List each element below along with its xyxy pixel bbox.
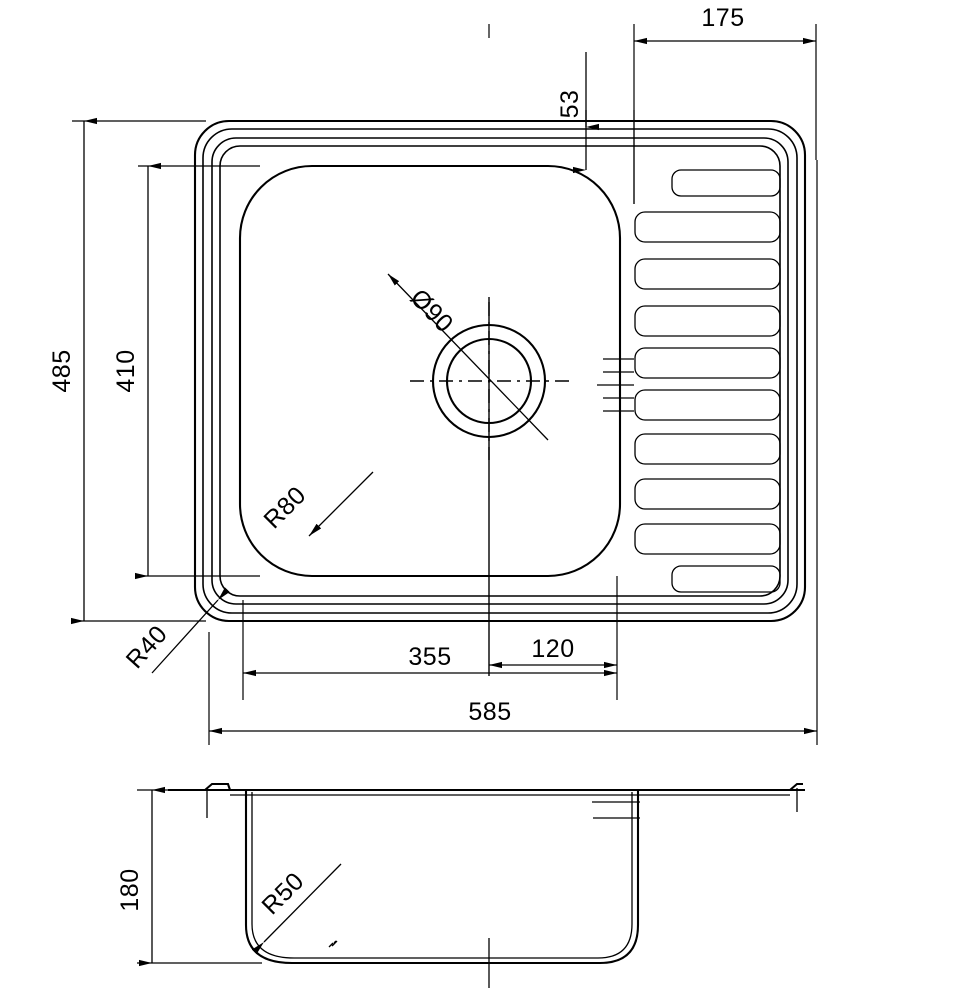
diameter-leader (387, 273, 549, 441)
section-bowl-profile-inner (251, 792, 633, 959)
dimension-120: 120 (489, 576, 618, 700)
groove-4 (634, 305, 781, 337)
diameter-leader-line (387, 273, 549, 441)
dim-label-r40: R40 (121, 620, 174, 674)
dimension-485: 485 (48, 117, 206, 625)
groove-hash-marks (597, 358, 634, 412)
dim-label-585: 585 (468, 698, 511, 726)
dim-label-410: 410 (112, 349, 140, 392)
dimension-180: 180 (116, 786, 262, 967)
dim-label-485: 485 (48, 349, 76, 392)
dim-label-53: 53 (556, 90, 584, 119)
bowl-radius-leader (308, 471, 374, 537)
groove-8 (634, 478, 781, 510)
groove-10 (671, 565, 781, 593)
dim-label-180: 180 (116, 868, 144, 911)
sink-bowl-outline (238, 164, 622, 578)
groove-6 (634, 389, 781, 421)
r50-leader-dummy5 (332, 943, 335, 946)
section-rim-hook-left (204, 782, 231, 791)
dim-label-175: 175 (701, 4, 744, 32)
groove-5 (634, 347, 781, 379)
rim-outline-outer (193, 119, 807, 623)
dimension-585: 585 (208, 160, 818, 745)
dim-label-r50: R50 (256, 867, 309, 920)
rim-outline-middle (202, 128, 798, 614)
r50-leader-line (251, 863, 342, 955)
dimension-53: 53 (488, 24, 599, 174)
dim-label-d90: Ø90 (405, 284, 459, 339)
dimension-410: 410 (112, 162, 260, 580)
groove-7 (634, 433, 781, 465)
rim-outline-inner2 (219, 145, 781, 597)
dimension-355: 355 (242, 600, 617, 700)
dim-label-120: 120 (531, 635, 574, 663)
outer-radius-leader (151, 587, 230, 674)
section-rim-hook-right (789, 782, 803, 791)
section-bowl-profile (244, 790, 640, 965)
r40-leader-line (151, 587, 230, 674)
drainboard-grooves (634, 169, 781, 593)
r50-leader-dummy2 (333, 940, 337, 944)
groove-1 (671, 169, 781, 197)
r50-leader-dummy3 (328, 942, 334, 948)
top-view-group: Ø90 R80 R40 (121, 119, 807, 676)
dimension-175: 175 (633, 4, 817, 204)
groove-3 (634, 258, 781, 290)
groove-9 (634, 523, 781, 555)
r80-leader-line (308, 471, 374, 537)
groove-2 (634, 211, 781, 243)
rim-outline-inner (211, 137, 789, 605)
dim-label-r80: R80 (258, 481, 311, 534)
cross-section-view: R50 180 (116, 782, 805, 988)
section-radius-leader (251, 863, 342, 955)
dim-label-355: 355 (408, 643, 451, 671)
r50-leader-dummy4 (331, 940, 338, 947)
